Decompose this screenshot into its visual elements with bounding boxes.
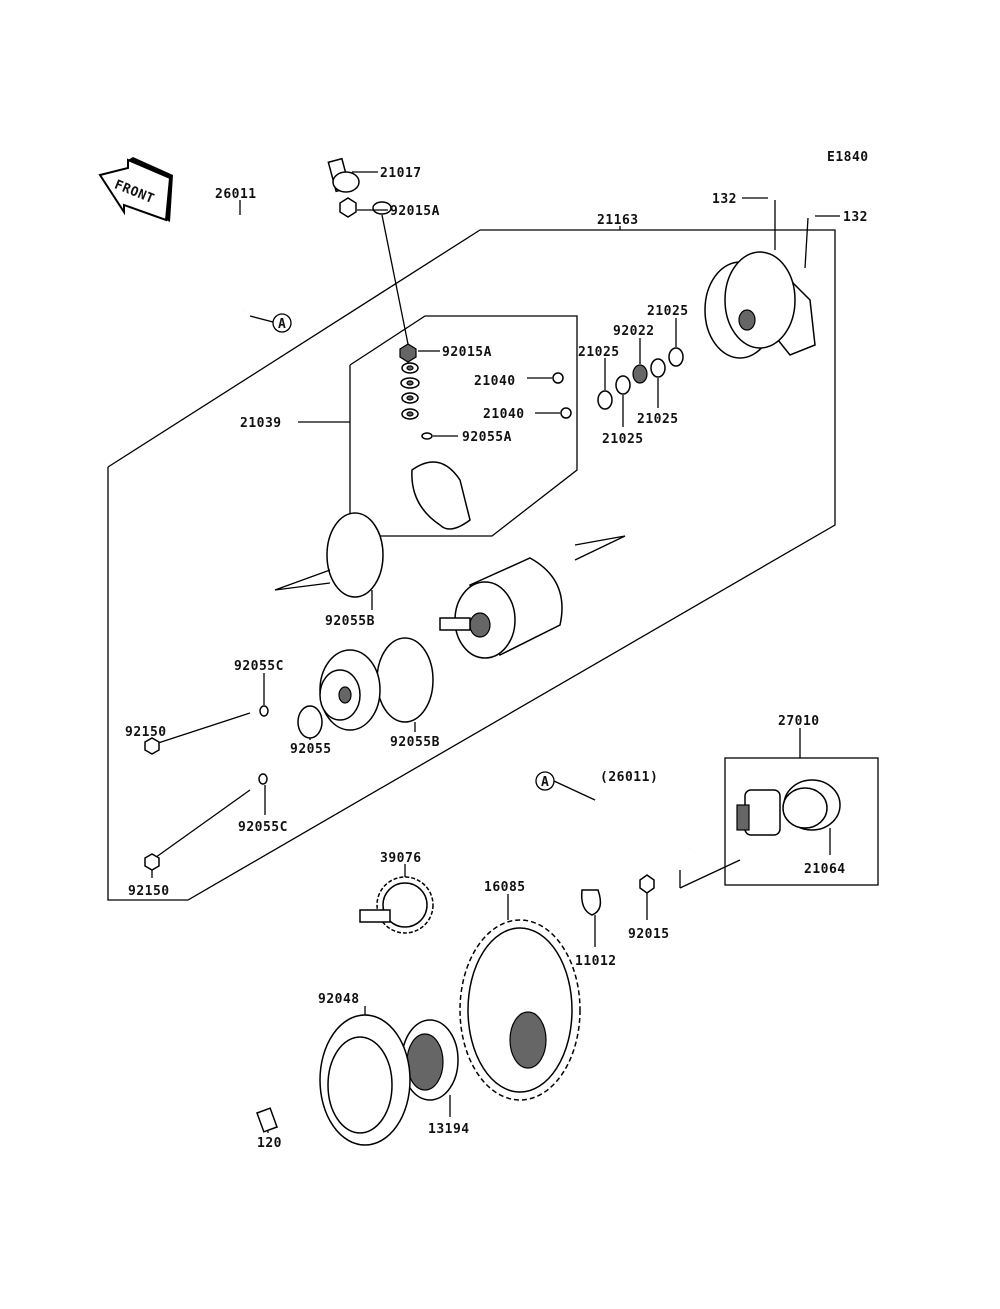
part-label: 92055B — [390, 735, 440, 750]
relay-cap-11012 — [580, 889, 602, 916]
part-label: 21025 — [647, 304, 689, 319]
part-label: 92150 — [128, 884, 170, 899]
part-label: 120 — [257, 1136, 282, 1151]
nut-92015A-top — [339, 197, 357, 218]
brush-21040-a — [552, 372, 564, 384]
leader-lines — [151, 171, 840, 1133]
washer-stack — [400, 362, 420, 420]
o-ring-92055B-b — [376, 637, 434, 723]
bolt-head — [144, 853, 160, 871]
part-label: 92150 — [125, 725, 167, 740]
part-label: 132 — [712, 192, 737, 207]
through-bolt-b — [151, 789, 251, 861]
guide-line — [274, 569, 331, 591]
part-label: 13194 — [428, 1122, 470, 1137]
part-label: 92015A — [390, 204, 440, 219]
shim-washers — [597, 347, 684, 410]
diagram-code: E1840 — [827, 150, 869, 165]
o-ring-92055 — [297, 705, 323, 739]
part-label: (26011) — [600, 770, 658, 785]
terminal-cap — [327, 157, 360, 193]
end-cover — [704, 251, 816, 359]
starter-clutch-gear-16085 — [459, 919, 581, 1101]
o-ring-92055C-a — [259, 705, 269, 717]
nut-92015 — [639, 874, 655, 894]
bolt-120 — [256, 1107, 278, 1133]
clutch-housing-92048 — [319, 1014, 411, 1146]
front-cover — [319, 649, 381, 731]
part-label: 11012 — [575, 954, 617, 969]
starter-assembly-outline — [107, 229, 836, 901]
part-label: 21017 — [380, 166, 422, 181]
guide-line — [574, 535, 626, 561]
svg-text:A: A — [278, 317, 286, 332]
svg-text:A: A — [541, 775, 549, 790]
starter-relay — [736, 789, 781, 836]
through-bolt-a — [151, 712, 251, 746]
part-label: 92055 — [290, 742, 332, 757]
part-label: 92055A — [462, 430, 512, 445]
relay-cover-21064 — [782, 779, 841, 831]
part-label: 21163 — [597, 213, 639, 228]
cable-terminal — [372, 201, 392, 215]
o-ring-92055A — [421, 432, 433, 440]
part-label: 27010 — [778, 714, 820, 729]
o-ring-92055B-a — [326, 512, 384, 598]
part-label: 21025 — [637, 412, 679, 427]
part-label: 21040 — [474, 374, 516, 389]
front-arrow-icon: FRONT — [98, 157, 173, 222]
starter-motor-yoke — [439, 557, 563, 659]
relay-outline — [724, 757, 879, 886]
part-label: 92055C — [238, 820, 288, 835]
part-label: 26011 — [215, 187, 257, 202]
part-label: 21039 — [240, 416, 282, 431]
part-label: 92055B — [325, 614, 375, 629]
part-label: 92015 — [628, 927, 670, 942]
part-label: 16085 — [484, 880, 526, 895]
part-label: 21040 — [483, 407, 525, 422]
bolt-132-b — [804, 217, 809, 269]
part-label: 21064 — [804, 862, 846, 877]
brush-21040-b — [560, 407, 572, 419]
nut-92015A — [399, 343, 417, 363]
part-label: 92015A — [442, 345, 492, 360]
part-label: 92022 — [613, 324, 655, 339]
brush-plate — [411, 461, 471, 530]
ref-marker-a-top — [272, 313, 292, 333]
bolt-head — [144, 737, 160, 755]
part-label: 92055C — [234, 659, 284, 674]
part-label: 39076 — [380, 851, 422, 866]
idle-gear-39076 — [359, 876, 434, 934]
one-way-clutch-13194 — [401, 1019, 459, 1101]
o-ring-92055C-b — [258, 773, 268, 785]
part-label: 132 — [843, 210, 868, 225]
part-label: 92048 — [318, 992, 360, 1007]
part-label: 21025 — [602, 432, 644, 447]
part-label: 21025 — [578, 345, 620, 360]
